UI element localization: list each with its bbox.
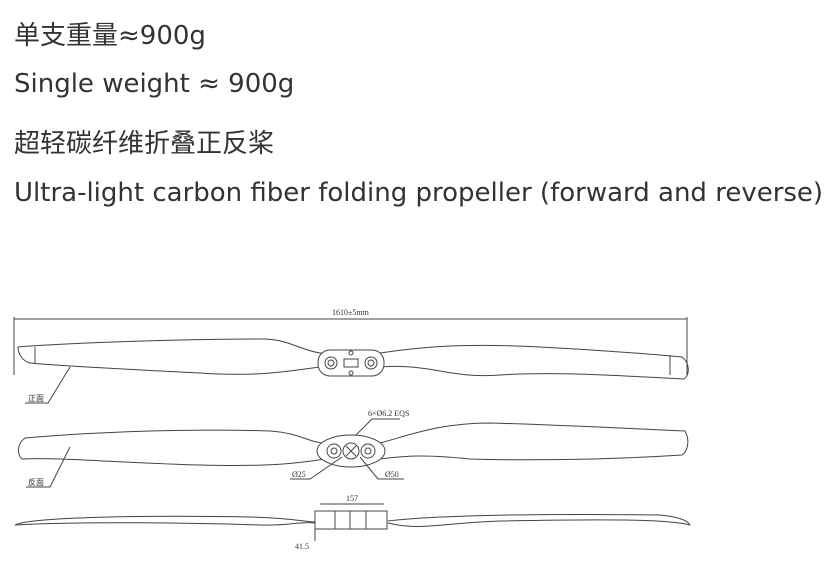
front-label: 正面 [28,394,44,403]
weight-en-text: Single weight ≈ 900g [14,69,295,99]
holes-label: 6×Ø6.2 EQS [368,409,409,418]
front-view-propeller: 正面 [17,338,689,404]
length-dimension: 1610±5mm [13,308,688,375]
side-view-propeller: 157 41.5 [14,494,691,551]
outer-diameter-label: Ø50 [385,470,399,479]
hub-width-label: 157 [346,494,358,503]
title-cn-text: 超轻碳纤维折叠正反桨 [14,129,275,159]
back-label: 反面 [28,477,44,487]
hub-height-label: 41.5 [295,542,309,551]
weight-cn-text: 单支重量≈900g [14,21,206,51]
back-view-propeller: 6×Ø6.2 EQS Ø25 Ø50 反面 [17,409,689,488]
title-en-text: Ultra-light carbon fiber folding propell… [14,178,824,208]
inner-diameter-label: Ø25 [292,470,306,479]
propeller-technical-drawing: 1610±5mm 正面 6×Ø6.2 EQS Ø25 Ø50 反面 [13,308,691,551]
length-label: 1610±5mm [332,308,370,317]
